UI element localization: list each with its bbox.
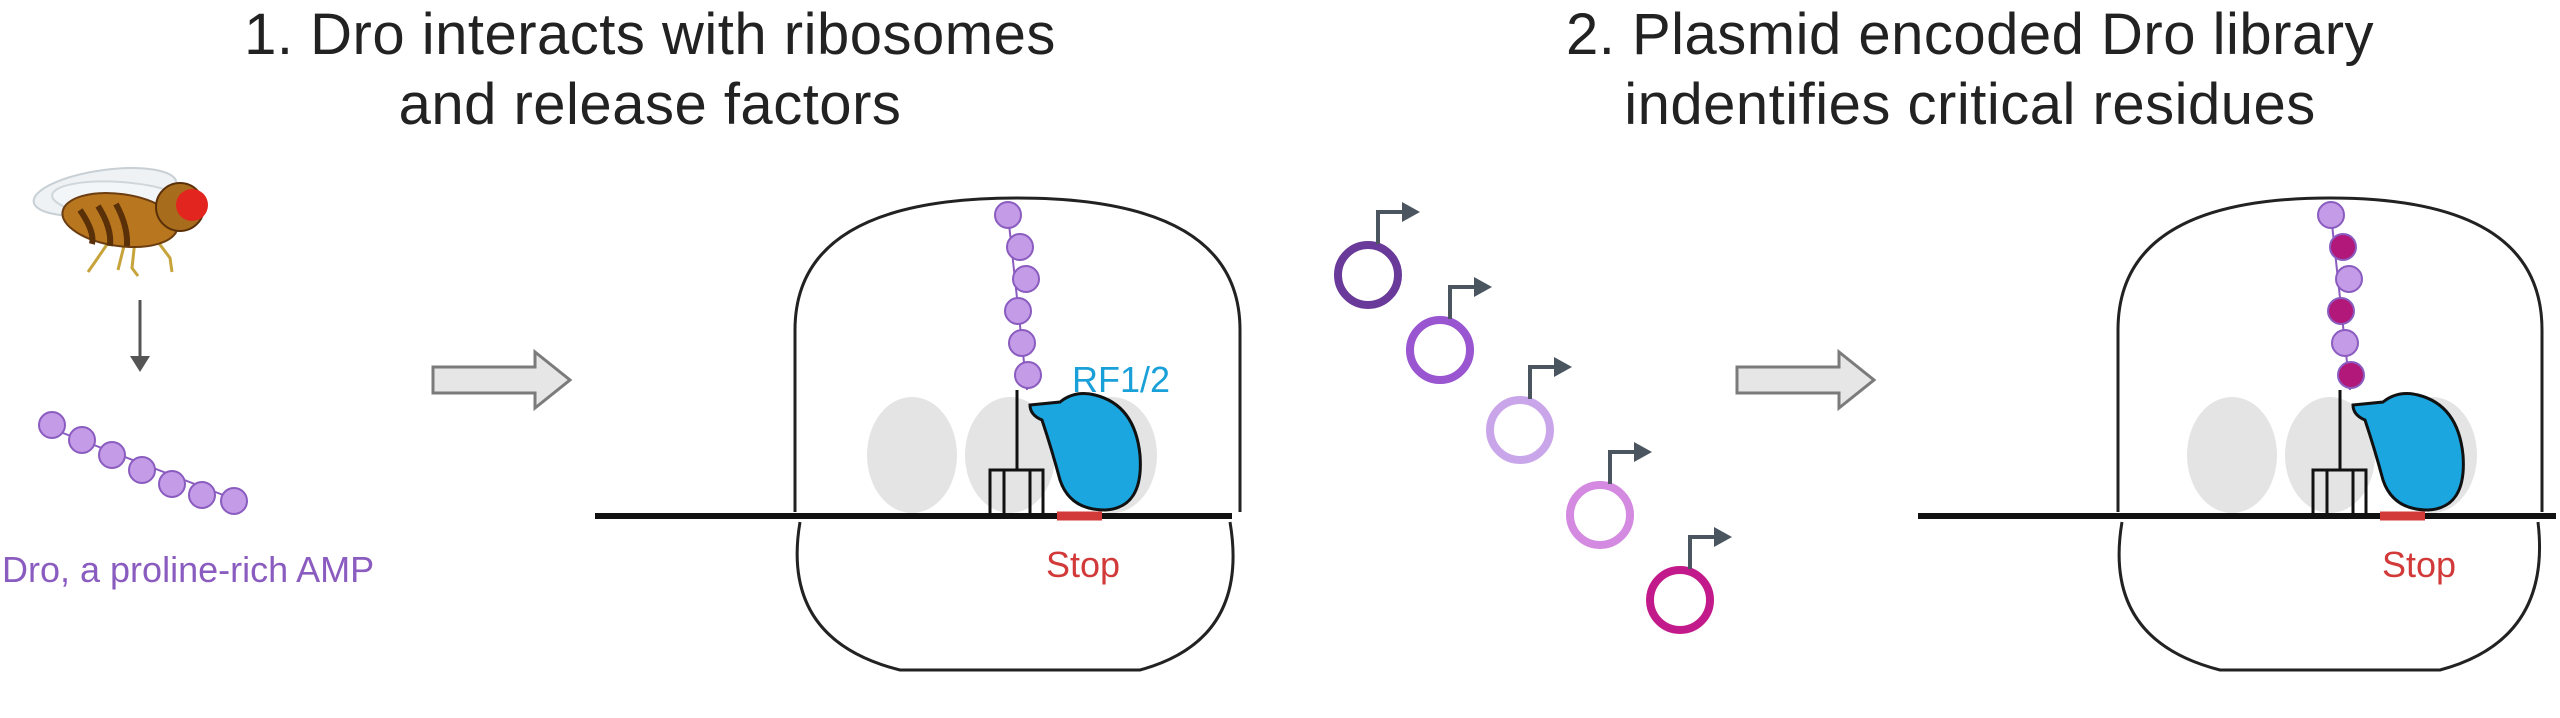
release-factor-right: [2351, 392, 2465, 512]
plasmid-3: [1486, 357, 1572, 464]
plasmid-2: [1406, 277, 1492, 384]
panel1-title-line1: 1. Dro interacts with ribosomes: [244, 2, 1056, 67]
panel2-title-line1: 2. Plasmid encoded Dro library: [1565, 2, 2375, 67]
dro-caption: Dro, a proline-rich AMP: [2, 549, 374, 590]
plasmid-library: [1334, 202, 1732, 634]
trna-left: [988, 390, 1045, 516]
panel2-title: 2. Plasmid encoded Dro library indentifi…: [1380, 0, 2560, 140]
trna-right: [2311, 390, 2368, 516]
panel2-title-line2: indentifies critical residues: [1624, 72, 2316, 137]
rf-label: RF1/2: [1072, 359, 1170, 400]
down-arrow-icon: [130, 300, 150, 372]
panel1-title: 1. Dro interacts with ribosomes and rele…: [60, 0, 1240, 140]
dro-peptide: [38, 411, 248, 515]
fruit-fly-icon: [32, 167, 208, 277]
process-arrow-2: [1735, 348, 1877, 412]
stop-label-left: Stop: [1046, 544, 1120, 585]
plasmid-1: [1334, 202, 1420, 309]
process-arrow-1: [431, 348, 573, 412]
stop-label-right: Stop: [2382, 544, 2456, 585]
nascent-peptide-left: [994, 201, 1042, 391]
ribosome-right: [2116, 196, 2544, 672]
panel1-title-line2: and release factors: [398, 72, 902, 137]
nascent-peptide-right: [2317, 201, 2365, 391]
release-factor-left: [1028, 392, 1142, 512]
plasmid-5: [1646, 527, 1732, 634]
plasmid-4: [1566, 442, 1652, 549]
